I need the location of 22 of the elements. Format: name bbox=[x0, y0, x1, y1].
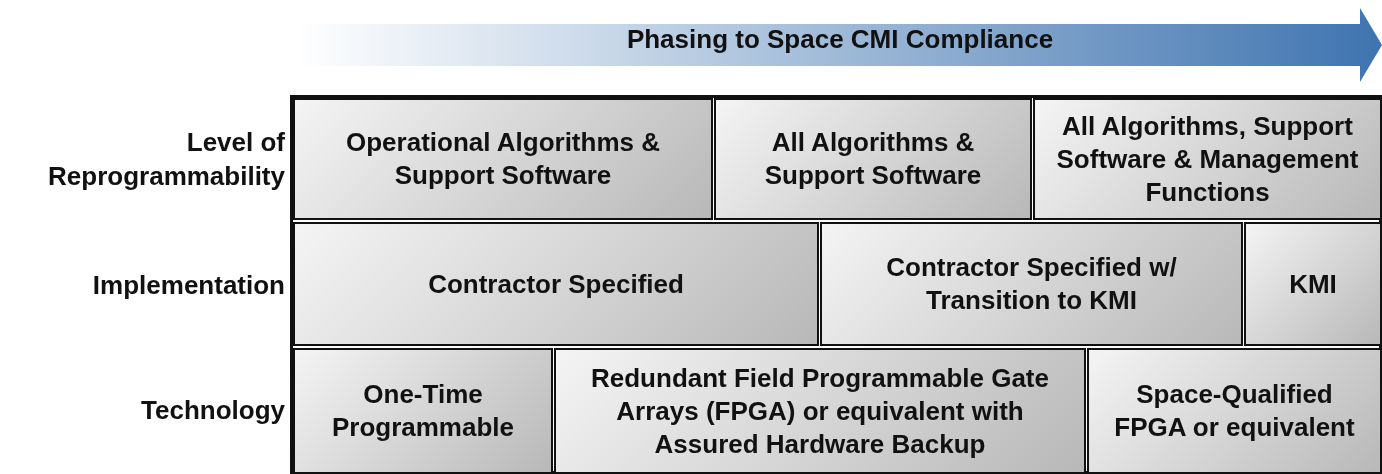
table-cell bbox=[554, 348, 1086, 474]
cell-text: KMI bbox=[1289, 267, 1337, 301]
row-label: Technology bbox=[141, 394, 285, 427]
table-cell bbox=[1033, 98, 1382, 220]
cell-text: Space-Qualified FPGA or equivalent bbox=[1113, 378, 1356, 444]
table-cell bbox=[293, 348, 553, 474]
table-cell bbox=[1087, 348, 1382, 474]
row-label: Level of Reprogrammability bbox=[47, 126, 285, 193]
row-label: Implementation bbox=[92, 269, 285, 302]
cell-text: Operational Algorithms & Support Software bbox=[345, 126, 661, 192]
cell-text: Redundant Field Programmable Gate Arrays (FPGA) or equivalent with Assured Hardware Backup bbox=[590, 361, 1050, 461]
table-cell bbox=[293, 98, 713, 220]
cell-text: One-Time Programmable bbox=[330, 378, 516, 444]
table-cell bbox=[714, 98, 1032, 220]
cell-text: All Algorithms, Support Software & Management Functions bbox=[1055, 109, 1360, 209]
table-cell bbox=[1244, 222, 1382, 346]
table-cell bbox=[820, 222, 1243, 346]
table-cell bbox=[293, 222, 819, 346]
cell-text: Contractor Specified w/ Transition to KMI bbox=[885, 251, 1178, 317]
cell-text: All Algorithms & Support Software bbox=[763, 126, 983, 192]
title: Phasing to Space CMI Compliance bbox=[625, 24, 1055, 55]
cell-text: Contractor Specified bbox=[428, 267, 684, 301]
